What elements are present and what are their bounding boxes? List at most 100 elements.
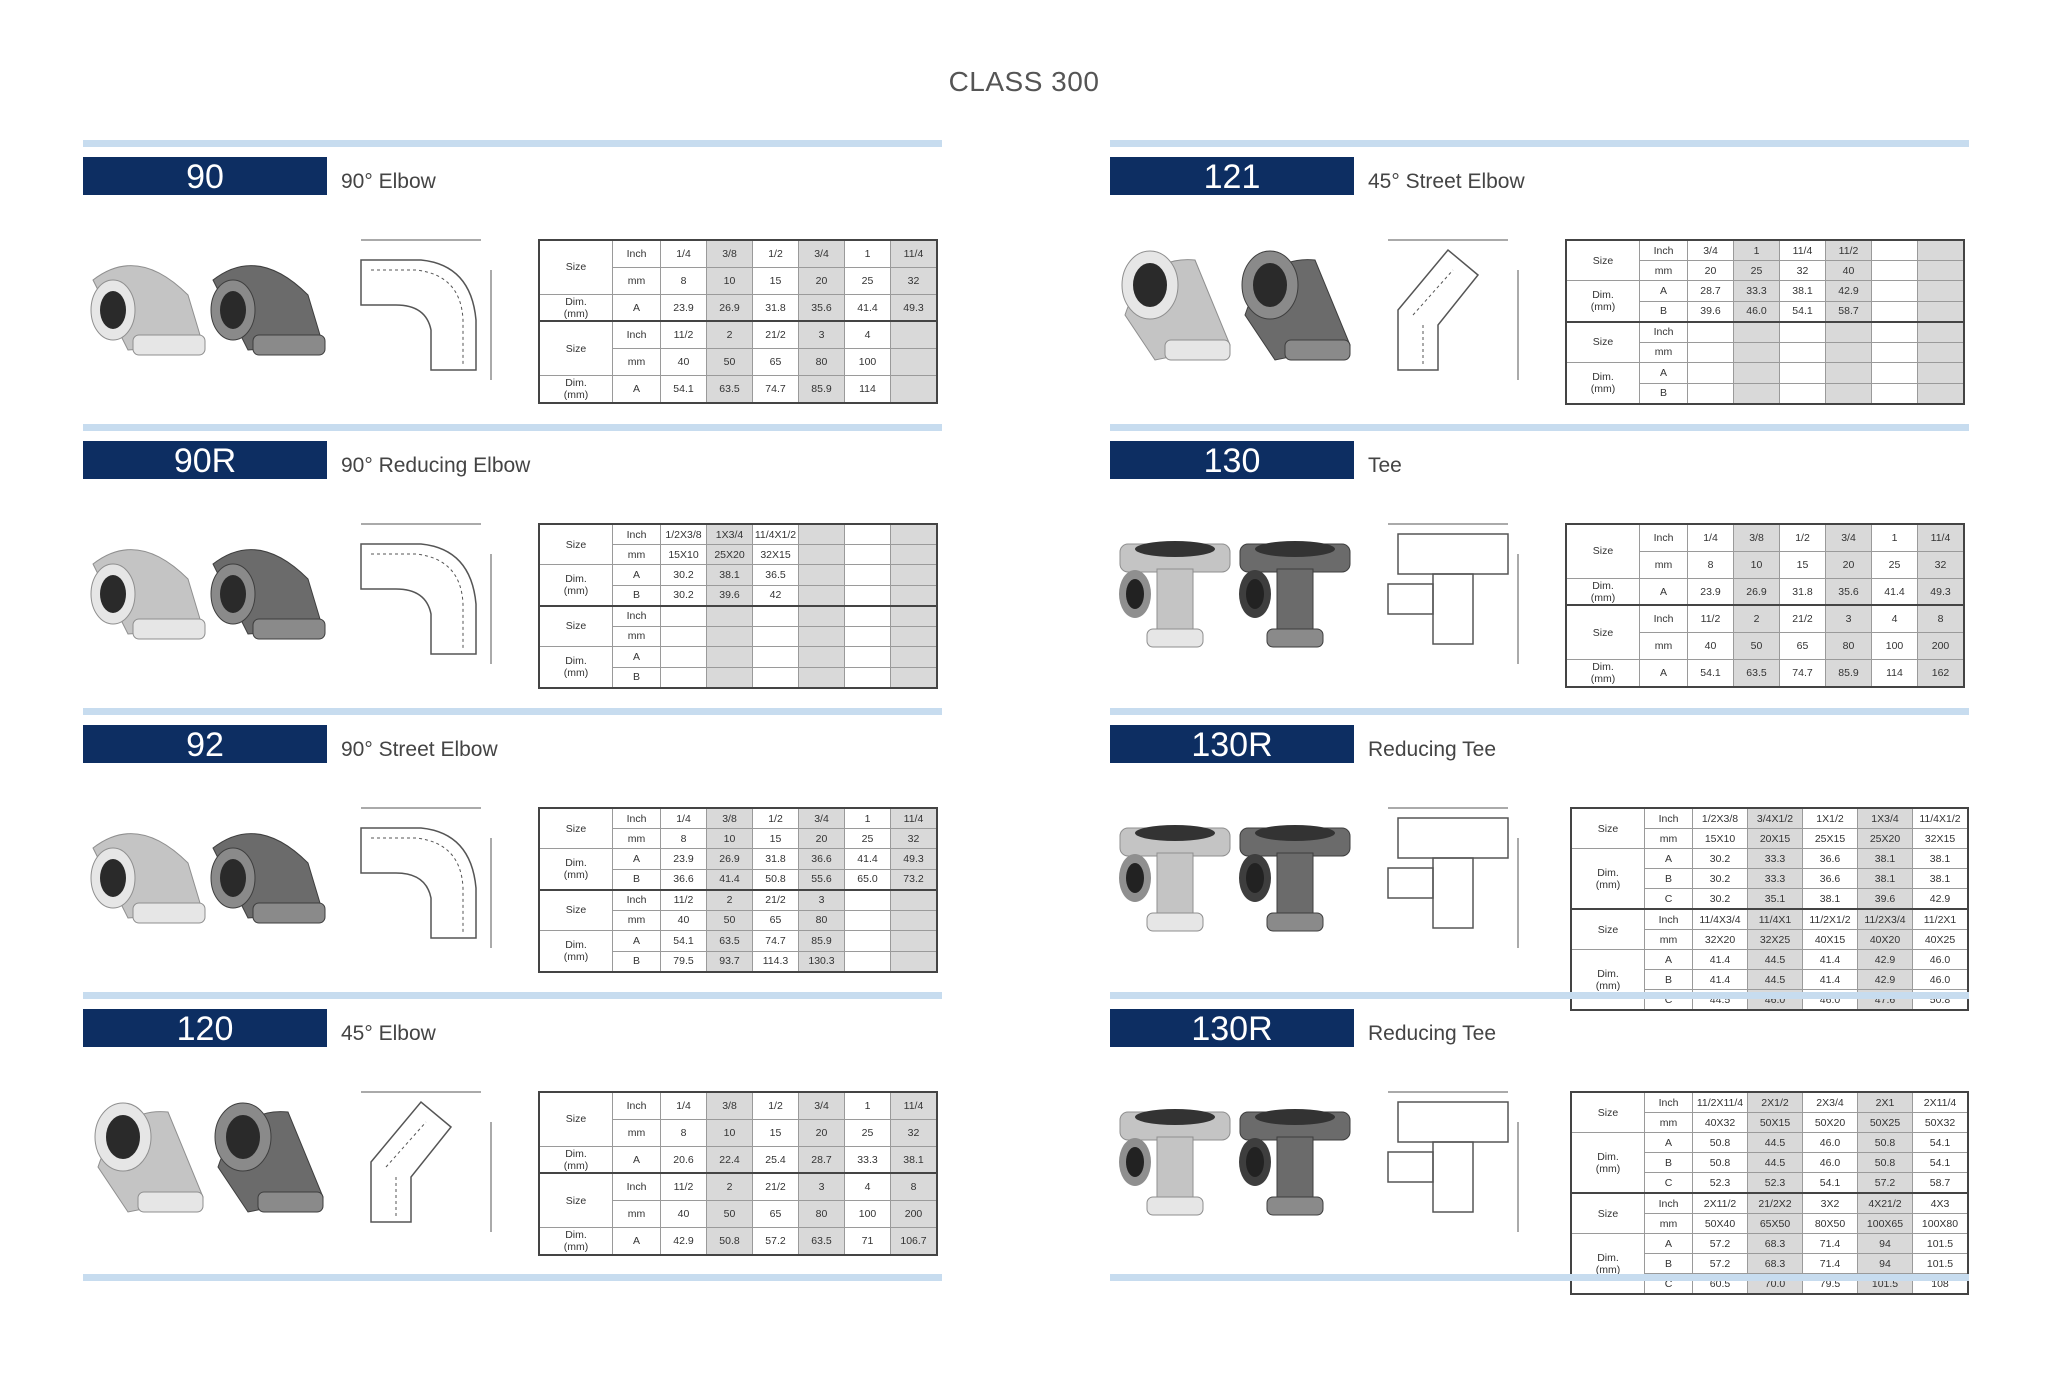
table-cell (1825, 362, 1872, 384)
row-label: mm (612, 1200, 661, 1229)
table-cell (844, 584, 891, 607)
table-cell: 41.4 (1692, 969, 1748, 990)
table-cell: 54.1 (660, 930, 707, 952)
table-cell: 50.8 (1857, 1152, 1913, 1173)
dim-header: Dim. (mm) (538, 375, 613, 404)
table-cell: 25X20 (1857, 828, 1913, 849)
table-cell: 30.2 (1692, 888, 1748, 910)
table-cell: 33.3 (1747, 868, 1803, 889)
table-cell (1917, 341, 1965, 364)
table-cell: 50 (1733, 632, 1780, 661)
table-cell: 3/8 (706, 239, 753, 268)
table-cell: 41.4 (1871, 577, 1918, 606)
table-cell: 68.3 (1747, 1233, 1803, 1254)
table-cell: 40 (1825, 259, 1872, 282)
table-cell: 32X15 (752, 543, 799, 566)
table-cell: 1/4 (1687, 523, 1734, 552)
table-cell: 1/2 (752, 239, 799, 268)
section-divider (1110, 424, 1969, 431)
table-cell: 23.9 (1687, 577, 1734, 606)
table-cell: 54.1 (660, 375, 707, 404)
table-cell (706, 646, 753, 668)
table-cell: 42.9 (660, 1227, 707, 1256)
table-cell: 40X20 (1857, 929, 1913, 950)
table-cell: 68.3 (1747, 1253, 1803, 1274)
table-cell (1917, 320, 1965, 343)
table-cell (844, 950, 891, 972)
table-cell: 55.6 (798, 868, 845, 891)
table-cell: 73.2 (890, 868, 938, 891)
table-cell: 1 (1871, 523, 1918, 552)
row-label: B (1644, 1253, 1693, 1274)
table-cell: 11/4X1 (1747, 908, 1803, 930)
table-cell: 1/4 (660, 1091, 707, 1120)
row-label: Inch (1639, 523, 1688, 552)
table-cell (844, 666, 891, 688)
table-cell: 28.7 (1687, 280, 1734, 302)
row-label: Inch (612, 320, 661, 350)
table-cell: 26.9 (706, 293, 753, 322)
fitting-photo (1119, 1109, 1351, 1216)
row-label: mm (612, 266, 661, 295)
size-header: Size (538, 1091, 613, 1147)
table-cell (890, 604, 938, 627)
product-name: 45° Street Elbow (1368, 170, 1525, 193)
table-cell: 32X20 (1692, 929, 1748, 950)
table-cell: 71 (844, 1227, 891, 1256)
size-header: Size (538, 239, 613, 295)
table-cell: 15 (752, 1118, 799, 1147)
table-cell: 94 (1857, 1233, 1913, 1254)
product-code-badge: 130 (1110, 441, 1354, 480)
fitting-drawing (351, 1072, 501, 1242)
size-header: Size (538, 604, 613, 648)
table-cell: 11/2 (660, 320, 707, 350)
table-cell: 25.4 (752, 1145, 799, 1174)
table-cell: 25 (844, 266, 891, 295)
table-cell: 15 (752, 827, 799, 850)
size-header: Size (1565, 239, 1640, 282)
table-cell: 38.1 (1857, 848, 1913, 869)
table-cell: 4X3 (1912, 1192, 1969, 1214)
row-label: A (1639, 362, 1688, 384)
product-name: Reducing Tee (1368, 1022, 1497, 1045)
table-cell: 1 (844, 1091, 891, 1120)
fitting-drawing (1378, 504, 1528, 674)
table-cell: 57.2 (752, 1227, 799, 1256)
section-divider (1110, 992, 1969, 999)
table-cell (844, 646, 891, 668)
row-label: Inch (612, 523, 661, 545)
fitting-drawing (1378, 788, 1528, 958)
size-header: Size (1565, 320, 1640, 364)
table-cell: 2X11/2 (1692, 1192, 1748, 1214)
table-cell (1733, 320, 1780, 343)
table-cell (1871, 320, 1918, 343)
table-cell: 2X11/4 (1912, 1091, 1969, 1113)
row-label: Inch (612, 888, 661, 911)
size-header: Size (538, 1172, 613, 1229)
table-cell: 101.5 (1912, 1253, 1969, 1274)
size-header: Size (1570, 1091, 1645, 1133)
page-title: CLASS 300 (948, 66, 1100, 97)
row-label: A (612, 646, 661, 668)
section-divider (83, 140, 942, 147)
product-code-badge: 120 (83, 1009, 327, 1048)
product-name: 90° Street Elbow (341, 738, 498, 761)
table-cell: 40X25 (1912, 929, 1969, 950)
product-name: 90° Elbow (341, 170, 436, 193)
table-cell: 25X15 (1802, 828, 1858, 849)
table-cell: 71.4 (1802, 1253, 1858, 1274)
dim-header: Dim. (mm) (1565, 280, 1640, 323)
table-cell: 36.5 (752, 564, 799, 586)
table-cell: 25 (1871, 550, 1918, 579)
table-cell: 44.5 (1747, 969, 1803, 990)
table-cell: 11/4 (890, 239, 938, 268)
table-cell: 1/2 (752, 1091, 799, 1120)
table-cell: 10 (706, 827, 753, 850)
table-cell: 3/4 (1825, 523, 1872, 552)
table-cell (1917, 382, 1965, 404)
dim-header: Dim. (mm) (1570, 1233, 1645, 1295)
table-cell: 50.8 (1692, 1132, 1748, 1153)
row-label: B (1639, 300, 1688, 323)
